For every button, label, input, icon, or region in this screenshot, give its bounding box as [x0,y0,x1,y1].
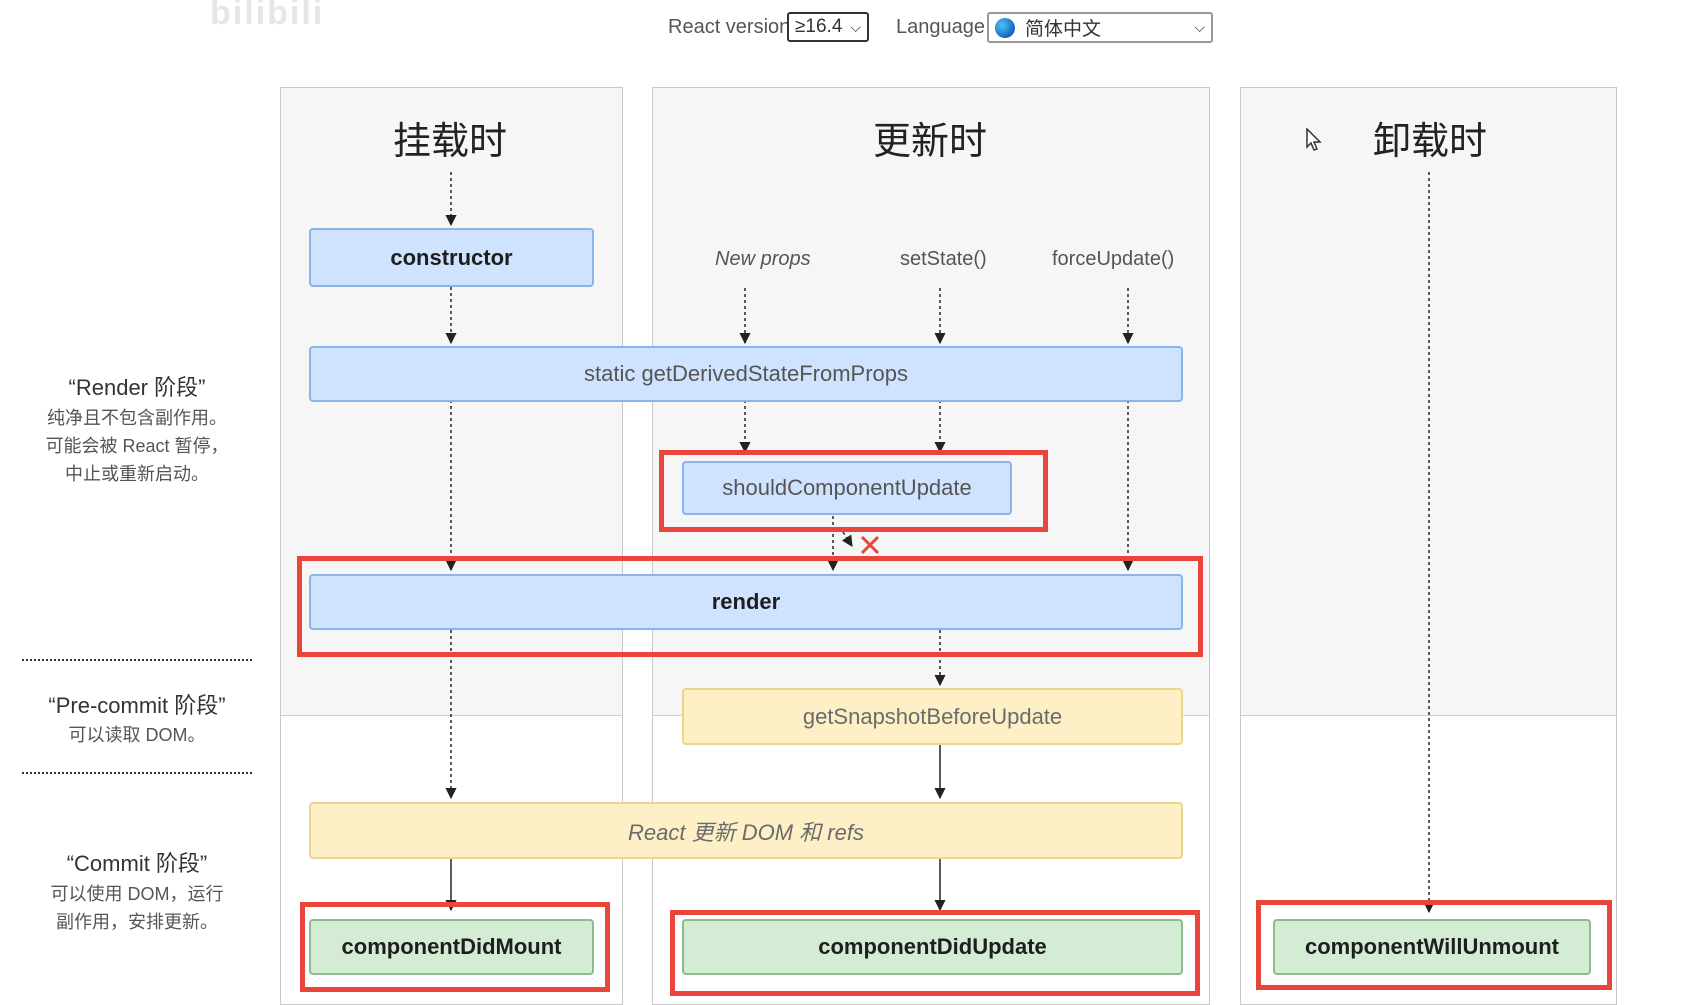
highlight-did-mount [300,902,610,992]
component-did-update-box[interactable]: componentDidUpdate [682,919,1183,975]
react-version-value: ≥16.4 [795,16,843,37]
component-will-unmount-box[interactable]: componentWillUnmount [1273,919,1591,975]
highlight-did-update [670,910,1200,996]
precommit-phase-title: “Pre-commit 阶段” [48,693,226,718]
cross-icon [860,535,880,555]
commit-phase-title: “Commit 阶段” [66,851,208,876]
language-select[interactable]: 简体中文 ⌵ [987,12,1213,43]
precommit-phase-desc: 可以读取 DOM。 [68,725,206,745]
mouse-cursor-icon [1306,128,1322,151]
highlight-will-unmount [1256,900,1612,990]
trigger-set-state: setState() [900,248,987,270]
component-did-mount-box[interactable]: componentDidMount [309,919,594,975]
unmount-column-title: 卸载时 [1372,119,1487,163]
constructor-box[interactable]: constructor [309,228,594,287]
phase-divider [22,659,252,661]
render-box[interactable]: render [309,574,1183,630]
phase-divider [22,772,252,774]
highlight-render [297,556,1203,657]
react-version-label: React version [668,16,791,38]
chevron-down-icon: ⌵ [850,18,861,35]
highlight-should-component-update [659,450,1048,532]
get-derived-state-from-props-box[interactable]: static getDerivedStateFromProps [309,346,1183,402]
trigger-new-props: New props [715,248,811,270]
language-label: Language [896,16,985,38]
globe-icon [995,17,1015,38]
react-version-select[interactable]: ≥16.4 ⌵ [787,12,869,42]
chevron-down-icon: ⌵ [1194,19,1205,35]
language-value: 简体中文 [1025,19,1102,40]
watermark-logo: bilibili [210,0,325,32]
update-column-title: 更新时 [872,119,987,163]
should-component-update-box[interactable]: shouldComponentUpdate [682,461,1012,515]
mount-column-title: 挂载时 [392,119,507,163]
react-updates-dom-box: React 更新 DOM 和 refs [309,802,1183,859]
trigger-force-update: forceUpdate() [1052,248,1175,270]
get-snapshot-before-update-box[interactable]: getSnapshotBeforeUpdate [682,688,1183,745]
commit-phase-desc: 可以使用 DOM，运行 副作用，安排更新。 [50,884,224,932]
render-phase-title: “Render 阶段” [68,375,206,400]
render-phase-desc: 纯净且不包含副作用。 可能会被 React 暂停， 中止或重新启动。 [45,408,229,484]
